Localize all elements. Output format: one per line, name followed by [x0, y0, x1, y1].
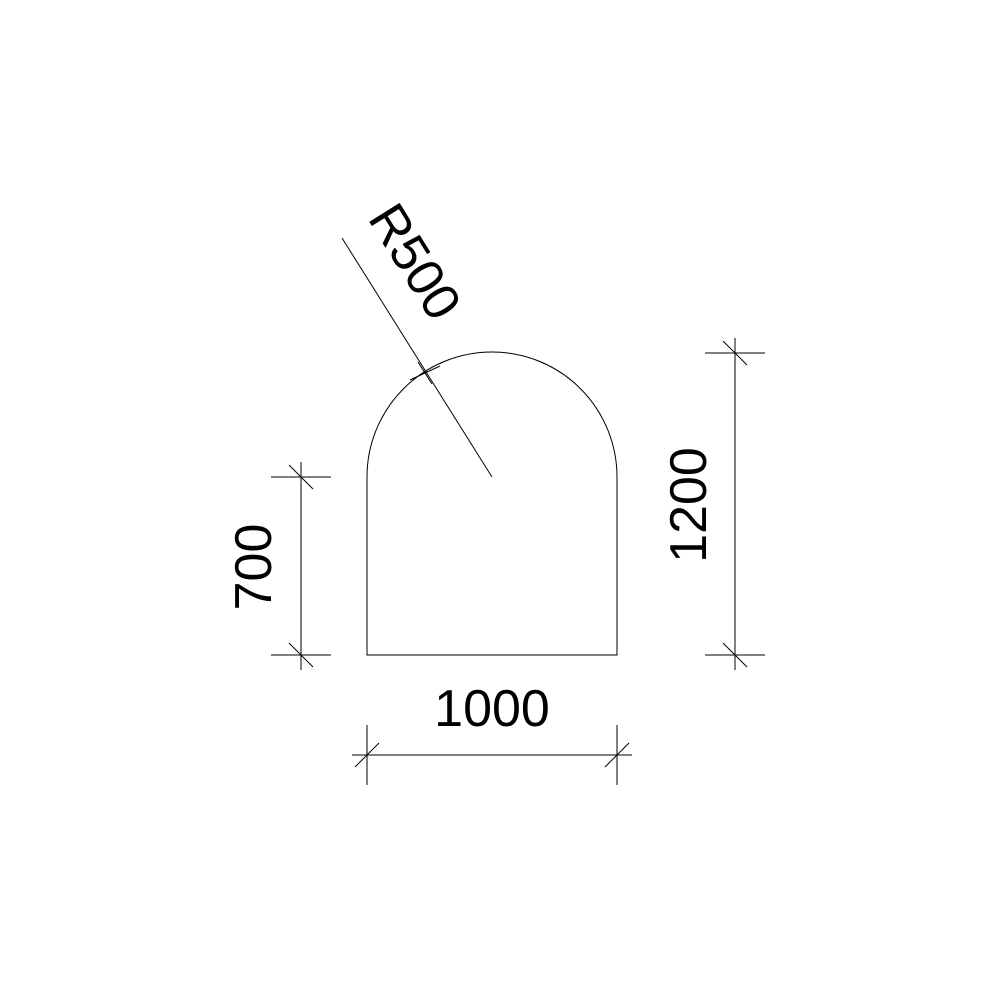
radius-leader-line: [341, 237, 493, 478]
side-height-dimension: [271, 462, 331, 670]
width-label: 1000: [434, 680, 550, 738]
radius-tick-mark: [409, 361, 441, 385]
total-height-label: 1200: [660, 447, 718, 563]
total-height-dimension: [705, 338, 765, 670]
panel-outline: [366, 351, 618, 656]
side-height-label: 700: [225, 524, 283, 611]
width-dimension: [352, 725, 632, 785]
radius-label: R500: [357, 194, 472, 330]
